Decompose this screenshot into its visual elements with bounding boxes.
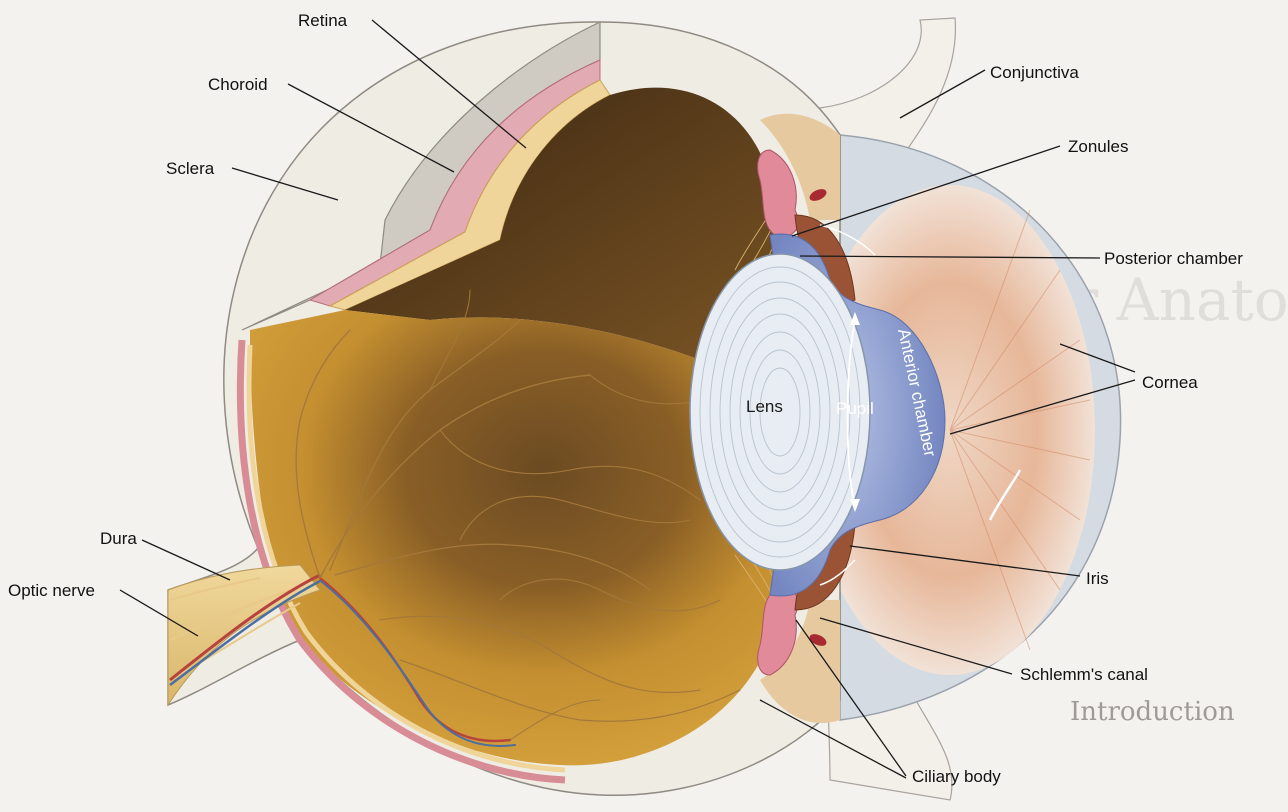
label-choroid: Choroid — [208, 75, 268, 94]
label-cornea: Cornea — [1142, 373, 1198, 392]
background-section-title: Introduction — [1070, 697, 1235, 727]
label-retina: Retina — [298, 11, 348, 30]
label-posterior-chamber: Posterior chamber — [1104, 249, 1243, 268]
label-iris: Iris — [1086, 569, 1109, 588]
label-pupil: Pupil — [836, 399, 874, 418]
label-sclera: Sclera — [166, 159, 215, 178]
label-optic-nerve: Optic nerve — [8, 581, 95, 600]
label-schlemms-canal: Schlemm's canal — [1020, 665, 1148, 684]
label-conjunctiva: Conjunctiva — [990, 63, 1079, 82]
label-dura: Dura — [100, 529, 137, 548]
label-lens: Lens — [746, 397, 783, 416]
label-zonules: Zonules — [1068, 137, 1128, 156]
label-ciliary-body: Ciliary body — [912, 767, 1001, 786]
